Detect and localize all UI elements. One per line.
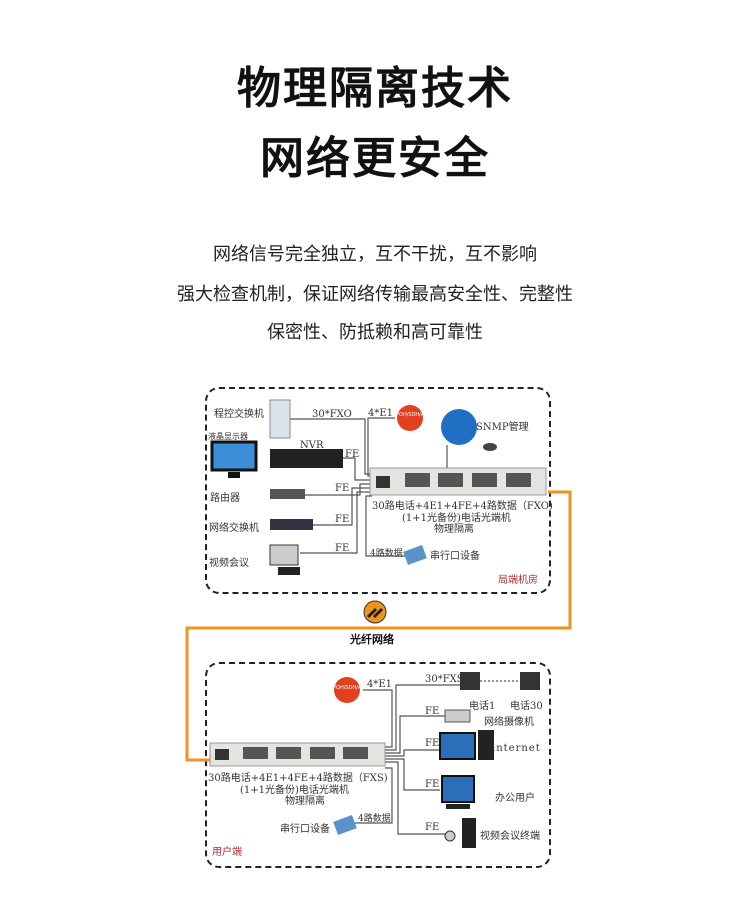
fe-label: FE xyxy=(345,449,360,460)
device-caption: 30路电话+4E1+4FE+4路数据（FXS) xyxy=(208,773,388,784)
device-caption: 物理隔离 xyxy=(434,524,474,535)
data4-label: 4路数据 xyxy=(370,549,403,559)
video-conf-label: 视频会议 xyxy=(209,558,249,569)
video-terminal-icon xyxy=(444,818,476,848)
device-caption: (1+1光备份)电话光端机 xyxy=(240,785,349,796)
office-computer-icon xyxy=(441,775,475,809)
snmp-label: SNMP管理 xyxy=(476,422,529,433)
pbx-label: 程控交换机 xyxy=(214,409,264,420)
phone-30-icon xyxy=(520,672,540,690)
lcd-monitor-icon xyxy=(210,440,258,478)
poh-burst-icon xyxy=(397,405,423,431)
phone30-label: 电话30 xyxy=(510,701,543,712)
fe-label: FE xyxy=(425,822,440,833)
poh-burst-icon-user xyxy=(334,677,360,703)
switch-label: 网络交换机 xyxy=(209,523,259,534)
fxs-label: 30*FXS xyxy=(425,674,464,685)
fe-label: FE xyxy=(425,706,440,717)
nvr-icon xyxy=(270,449,343,468)
e1-label: 4*E1 xyxy=(367,679,393,690)
poh-label: POH/SDH/ATM xyxy=(396,412,432,418)
router-label: 路由器 xyxy=(210,493,240,504)
video-terminal-label: 视频会议终端 xyxy=(480,831,540,842)
fe-label: FE xyxy=(335,543,350,554)
network-switch-icon xyxy=(270,519,313,530)
computer-icon xyxy=(439,730,494,760)
camera-icon xyxy=(444,709,471,723)
description-line: 强大检查机制，保证网络传输最高安全性、完整性 xyxy=(177,284,573,305)
serial-label: 串行口设备 xyxy=(280,824,330,835)
data4-label: 4路数据 xyxy=(358,814,391,824)
device-caption: (1+1光备份)电话光端机 xyxy=(402,513,511,524)
fiber-network-label: 光纤网络 xyxy=(350,633,394,646)
e1-label: 4*E1 xyxy=(368,408,394,419)
user-zone xyxy=(205,662,551,868)
office-label: 办公用户 xyxy=(495,793,535,804)
lcd-label: 液晶显示器 xyxy=(208,432,248,441)
phone-1-icon xyxy=(460,672,480,690)
device-caption: 30路电话+4E1+4FE+4路数据（FXO) xyxy=(372,501,553,512)
serial-device-icon xyxy=(403,545,427,565)
title-line-1: 物理隔离技术 xyxy=(237,63,513,114)
central-zone-label: 局端机房 xyxy=(498,575,538,586)
fe-label: FE xyxy=(425,738,440,749)
internet-label: internet xyxy=(492,743,541,754)
video-conference-icon xyxy=(269,544,300,575)
camera-label: 网络摄像机 xyxy=(484,717,534,728)
nvr-label: NVR xyxy=(300,440,324,451)
description-line: 网络信号完全独立，互不干扰，互不影响 xyxy=(213,244,537,265)
fe-label: FE xyxy=(335,483,350,494)
fiber-link xyxy=(185,490,572,762)
fe-label: FE xyxy=(335,514,350,525)
user-zone-label: 用户端 xyxy=(212,847,242,858)
fxo-label: 30*FXO xyxy=(312,409,352,420)
serial-label: 串行口设备 xyxy=(430,551,480,562)
poh-label: POH/SDH/ATM xyxy=(333,685,369,691)
pbx-cabinet-icon xyxy=(269,399,291,439)
fe-label: FE xyxy=(425,779,440,790)
serial-device-icon-user xyxy=(333,815,357,835)
device-caption: 物理隔离 xyxy=(285,796,325,807)
description-line: 保密性、防抵赖和高可靠性 xyxy=(267,322,483,343)
router-icon xyxy=(270,489,305,499)
fiber-network-icon xyxy=(363,600,387,624)
phone1-label: 电话1 xyxy=(469,701,496,712)
snmp-globe-icon xyxy=(441,409,497,451)
title-line-2: 网络更安全 xyxy=(260,133,490,184)
